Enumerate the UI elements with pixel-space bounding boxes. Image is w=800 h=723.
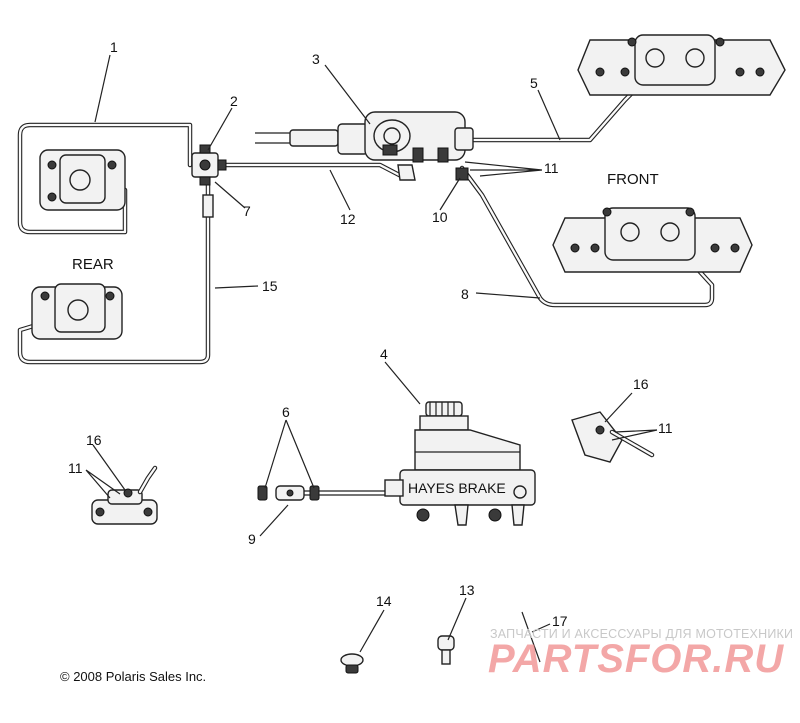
callout-2: 2 [230, 93, 238, 109]
callout-16-right: 16 [633, 376, 649, 392]
brake-tee-fitting [191, 144, 227, 218]
callout-11-right: 11 [658, 420, 673, 436]
clip-13 [437, 635, 455, 665]
callout-14: 14 [376, 593, 392, 609]
callout-16-left: 16 [86, 432, 102, 448]
copyright-text: © 2008 Polaris Sales Inc. [60, 669, 207, 684]
rear-caliper-lower [31, 283, 123, 340]
banjo-fitting-left [91, 465, 158, 525]
callout-11-left: 11 [68, 460, 83, 476]
callout-4: 4 [380, 346, 388, 362]
rear-caliper-upper [39, 149, 126, 211]
rear-label: REAR [72, 256, 114, 273]
callout-17: 17 [552, 613, 568, 629]
callout-12: 12 [340, 211, 356, 227]
front-label: FRONT [607, 171, 659, 188]
watermark-brand: PARTSFOR.RU [488, 637, 785, 681]
jam-nut-left [257, 485, 268, 501]
master-cylinder-4 [384, 401, 536, 526]
callout-11-top: 11 [544, 160, 559, 176]
cable-tie-17 [521, 611, 541, 663]
callout-1: 1 [110, 39, 118, 55]
callout-15: 15 [262, 278, 278, 294]
callout-9: 9 [248, 531, 256, 547]
watermark-tagline: ЗАПЧАСТИ И АКСЕССУАРЫ ДЛЯ МОТОТЕХНИКИ [490, 627, 794, 641]
leader-lines [85, 54, 658, 653]
callout-7: 7 [243, 203, 251, 219]
master-cylinder-assembly-3 [255, 111, 474, 181]
brake-line-12 [222, 162, 408, 181]
brake-line-8 [459, 165, 715, 308]
brake-line-1 [17, 122, 193, 235]
mc-brand-label: HAYES BRAKE [408, 480, 506, 496]
front-caliper-upper [577, 34, 786, 96]
jam-nut-right [309, 485, 320, 501]
pushrod-9 [275, 485, 385, 501]
callout-10: 10 [432, 209, 448, 225]
callout-8: 8 [461, 286, 469, 302]
front-caliper-lower [552, 207, 753, 273]
banjo-fitting-right [571, 411, 655, 463]
callout-5: 5 [530, 75, 538, 91]
clip-14 [340, 653, 364, 674]
callout-3: 3 [312, 51, 320, 67]
callout-13: 13 [459, 582, 475, 598]
callout-6: 6 [282, 404, 290, 420]
brake-line-15 [17, 182, 211, 365]
